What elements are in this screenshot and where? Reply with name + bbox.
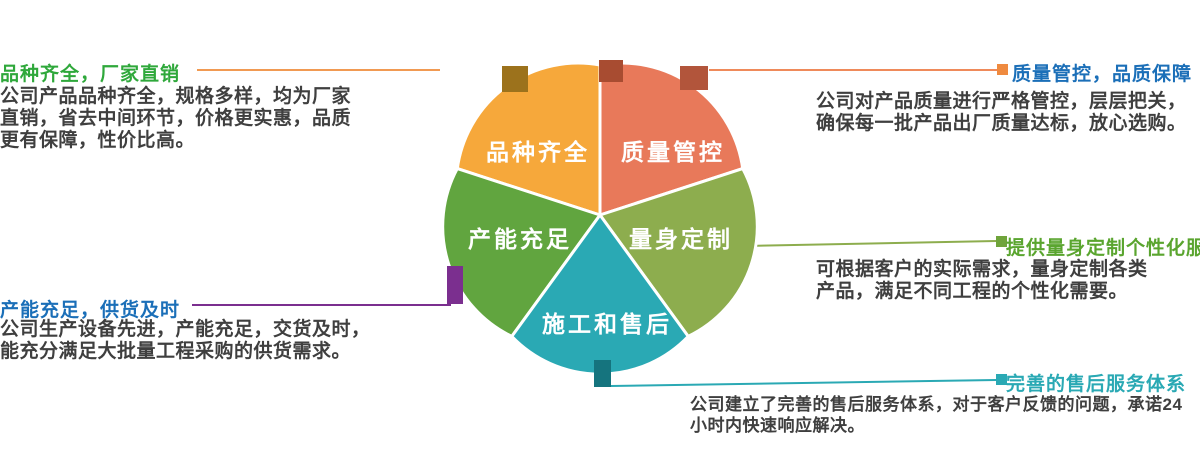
callout-line-mid-right [744,240,997,247]
petal-label-variety: 品种齐全 [486,139,590,165]
connector-tab-service [594,360,611,387]
callout-body-top-left: 公司产品品种齐全，规格多样，均为厂家 直销，省去中间环节，价格更实惠，品质 更有… [0,86,352,151]
callout-title-mid-left: 产能充足，供货及时 [0,300,181,321]
callout-line-bottom-right [610,379,997,387]
petal-custom [598,167,759,338]
connector-tab-quality [680,66,708,90]
callout-body-top-right: 公司对产品质量进行严格管控，层层把关， 确保每一批产品出厂质量达标，放心选购。 [816,91,1187,134]
callout-marker-bottom-right [996,374,1007,385]
connector-tab-variety [502,66,528,92]
connector-tab-capacity [447,266,463,304]
petal-label-quality: 质量管控 [621,139,725,165]
callout-title-top-left: 品种齐全，厂家直销 [0,64,181,85]
callout-title-bottom-right: 完善的售后服务体系 [1006,374,1187,395]
callout-title-mid-right: 提供量身定制个性化服务 [1006,238,1200,259]
petal-label-custom: 量身定制 [629,226,733,252]
callout-body-bottom-right: 公司建立了完善的售后服务体系，对于客户反馈的问题，承诺24 小时内快速响应解决。 [690,395,1183,435]
callout-body-mid-right: 可根据客户的实际需求，量身定制各类 产品，满足不同工程的个性化需要。 [816,259,1148,302]
petal-capacity [441,167,602,338]
petal-label-capacity: 产能充足 [468,226,572,252]
callout-marker-mid-right [996,236,1007,247]
petal-label-service: 施工和售后 [542,311,672,337]
callout-marker-top-right [997,64,1008,75]
callout-title-top-right: 质量管控，品质保障 [1012,64,1193,85]
connector-tab-quality-apex [599,60,623,82]
callout-body-mid-left: 公司生产设备先进，产能充足，交货及时， 能充分满足大批量工程采购的供货需求。 [0,319,371,362]
